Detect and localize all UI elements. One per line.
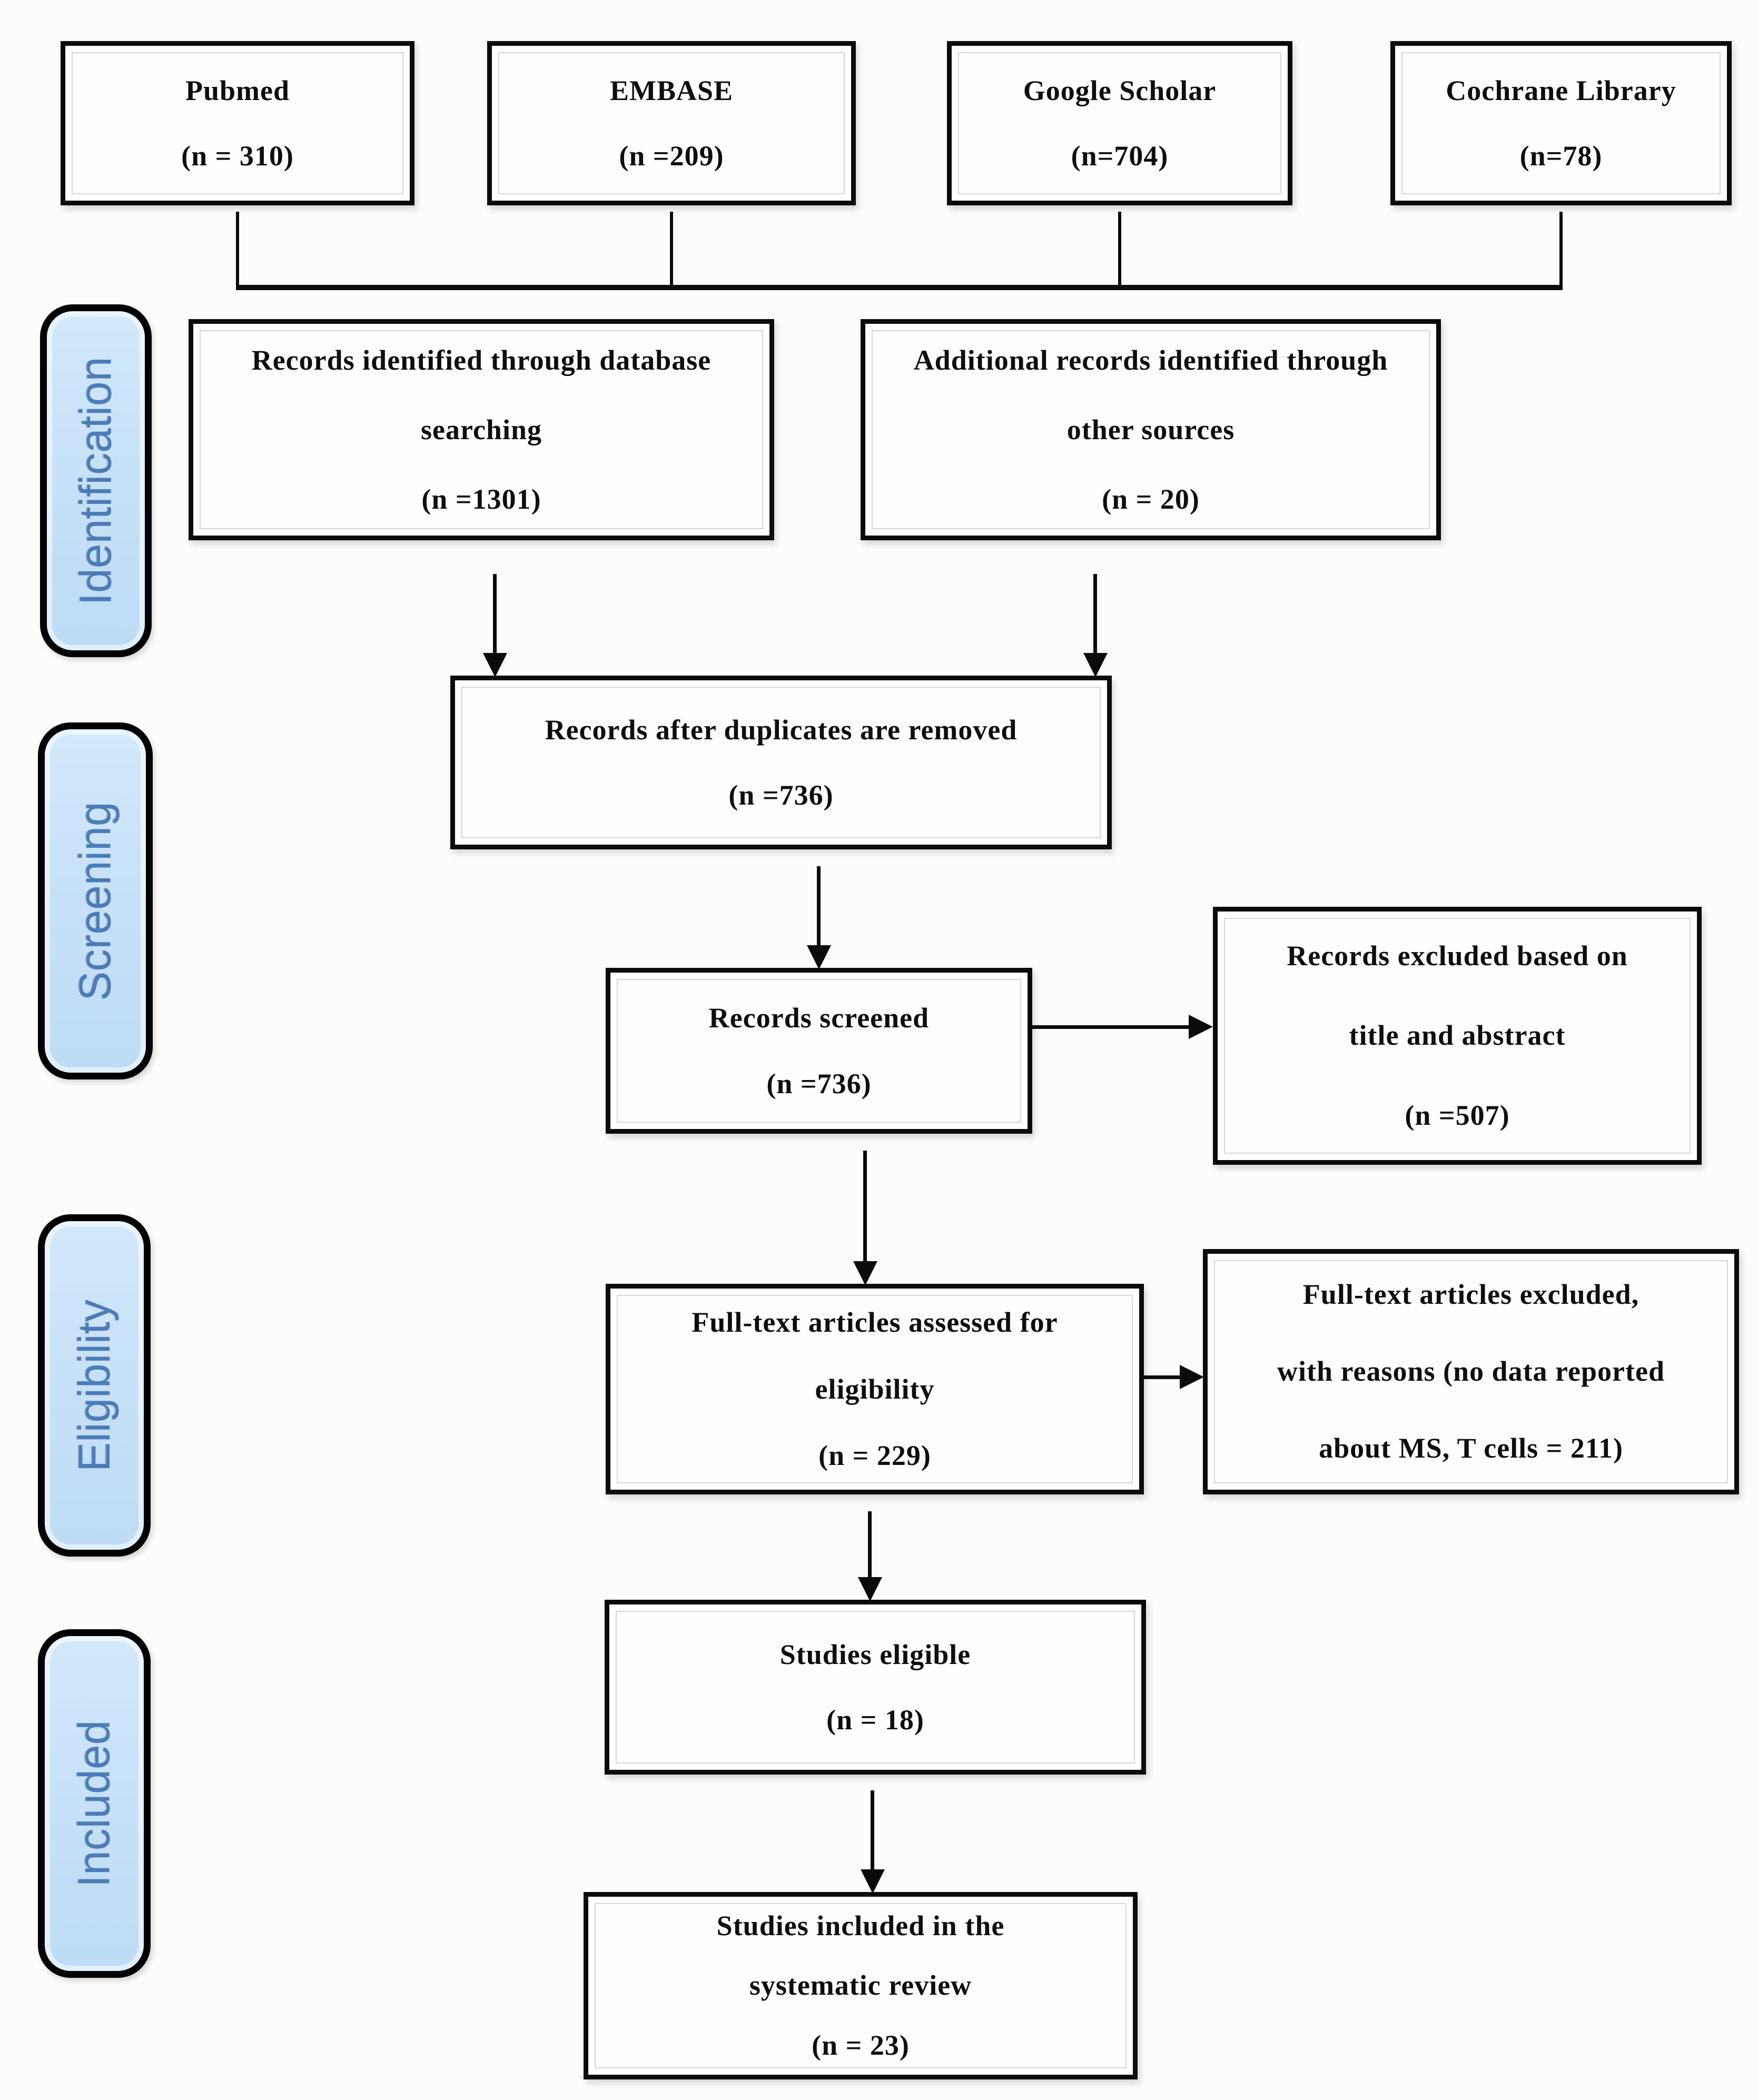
node-source-pubmed: Pubmed (n = 310) — [61, 41, 414, 205]
stage-eligibility: Eligibility — [38, 1214, 151, 1557]
node-source-embase: EMBASE (n =209) — [487, 41, 856, 205]
stage-label-included: Included — [69, 1720, 119, 1887]
node-records-identified: Records identified through database sear… — [189, 319, 774, 540]
node-line: title and abstract — [1349, 1019, 1566, 1052]
node-studies-included: Studies included in the systematic revie… — [584, 1892, 1138, 2079]
source-count: (n=704) — [1071, 140, 1169, 172]
node-records-screened: Records screened (n =736) — [606, 968, 1032, 1134]
arrow-dedup-to-screened-line — [817, 866, 821, 946]
arrow-fulltext-to-excluded-line — [1144, 1375, 1180, 1379]
node-additional-records: Additional records identified through ot… — [861, 319, 1441, 540]
stage-label-identification: Identification — [71, 356, 121, 605]
node-line: (n = 20) — [1102, 483, 1200, 516]
arrow-dedup-to-screened-head — [807, 945, 831, 969]
node-line: Additional records identified through — [913, 344, 1388, 376]
node-line: Records excluded based on — [1287, 940, 1628, 972]
arrow-screened-to-excluded-head — [1189, 1015, 1213, 1039]
source-count: (n =209) — [619, 140, 724, 172]
source-name: Pubmed — [185, 74, 290, 106]
node-line: (n =507) — [1405, 1099, 1510, 1131]
stage-label-eligibility: Eligibility — [69, 1299, 119, 1472]
arrow-screened-to-excluded-line — [1032, 1025, 1189, 1029]
node-line: about MS, T cells = 211) — [1319, 1432, 1623, 1464]
arrow-additional-head — [1083, 653, 1108, 677]
connector-stub-cochrane — [1559, 212, 1563, 285]
source-count: (n=78) — [1519, 140, 1603, 172]
node-line: (n = 18) — [826, 1704, 924, 1736]
node-line: Full-text articles excluded, — [1302, 1279, 1640, 1311]
connector-collector-line — [236, 285, 1563, 290]
node-line: Records screened — [708, 1002, 930, 1034]
arrow-screened-to-fulltext-head — [853, 1261, 877, 1285]
node-line: systematic review — [749, 1969, 972, 2002]
stage-screening: Screening — [38, 722, 153, 1079]
arrow-fulltext-to-excluded-head — [1180, 1365, 1204, 1389]
node-fulltext-excluded: Full-text articles excluded, with reason… — [1203, 1249, 1739, 1494]
arrow-identified-head — [483, 653, 507, 677]
node-line: other sources — [1066, 413, 1235, 445]
source-name: Cochrane Library — [1446, 74, 1676, 106]
node-studies-eligible: Studies eligible (n = 18) — [605, 1600, 1146, 1775]
node-line: Full-text articles assessed for — [692, 1306, 1058, 1338]
arrow-eligible-to-included-head — [861, 1869, 885, 1894]
arrow-screened-to-fulltext-line — [863, 1151, 867, 1262]
node-line: searching — [420, 413, 542, 445]
node-line: Records after duplicates are removed — [545, 714, 1018, 746]
stage-identification: Identification — [40, 304, 152, 657]
node-duplicates-removed: Records after duplicates are removed (n … — [450, 676, 1112, 849]
stage-label-screening: Screening — [70, 801, 120, 1001]
arrow-eligible-to-included-line — [871, 1790, 874, 1870]
node-fulltext-assessed: Full-text articles assessed for eligibil… — [606, 1284, 1144, 1494]
arrow-fulltext-to-eligible-line — [868, 1511, 872, 1578]
node-line: (n =1301) — [421, 483, 541, 516]
node-line: with reasons (no data reported — [1277, 1355, 1665, 1388]
node-line: eligibility — [815, 1373, 935, 1405]
arrow-fulltext-to-eligible-head — [858, 1577, 882, 1601]
node-source-cochrane: Cochrane Library (n=78) — [1390, 41, 1732, 205]
stage-included: Included — [38, 1629, 151, 1978]
connector-stub-google-scholar — [1118, 212, 1121, 285]
node-line: Studies included in the — [716, 1909, 1005, 1941]
source-name: Google Scholar — [1023, 74, 1217, 106]
connector-stub-embase — [670, 212, 673, 285]
node-line: (n = 229) — [818, 1440, 931, 1472]
node-source-google-scholar: Google Scholar (n=704) — [947, 41, 1292, 205]
node-line: Records identified through database — [251, 344, 712, 376]
arrow-identified-line — [493, 574, 497, 654]
node-line: (n =736) — [728, 779, 834, 811]
node-line: (n = 23) — [812, 2029, 910, 2061]
node-line: (n =736) — [766, 1067, 872, 1099]
connector-stub-pubmed — [236, 212, 239, 285]
node-line: Studies eligible — [779, 1638, 971, 1670]
source-count: (n = 310) — [181, 140, 294, 172]
node-excluded-title-abstract: Records excluded based on title and abst… — [1213, 907, 1702, 1165]
arrow-additional-line — [1093, 574, 1097, 654]
source-name: EMBASE — [609, 74, 734, 106]
